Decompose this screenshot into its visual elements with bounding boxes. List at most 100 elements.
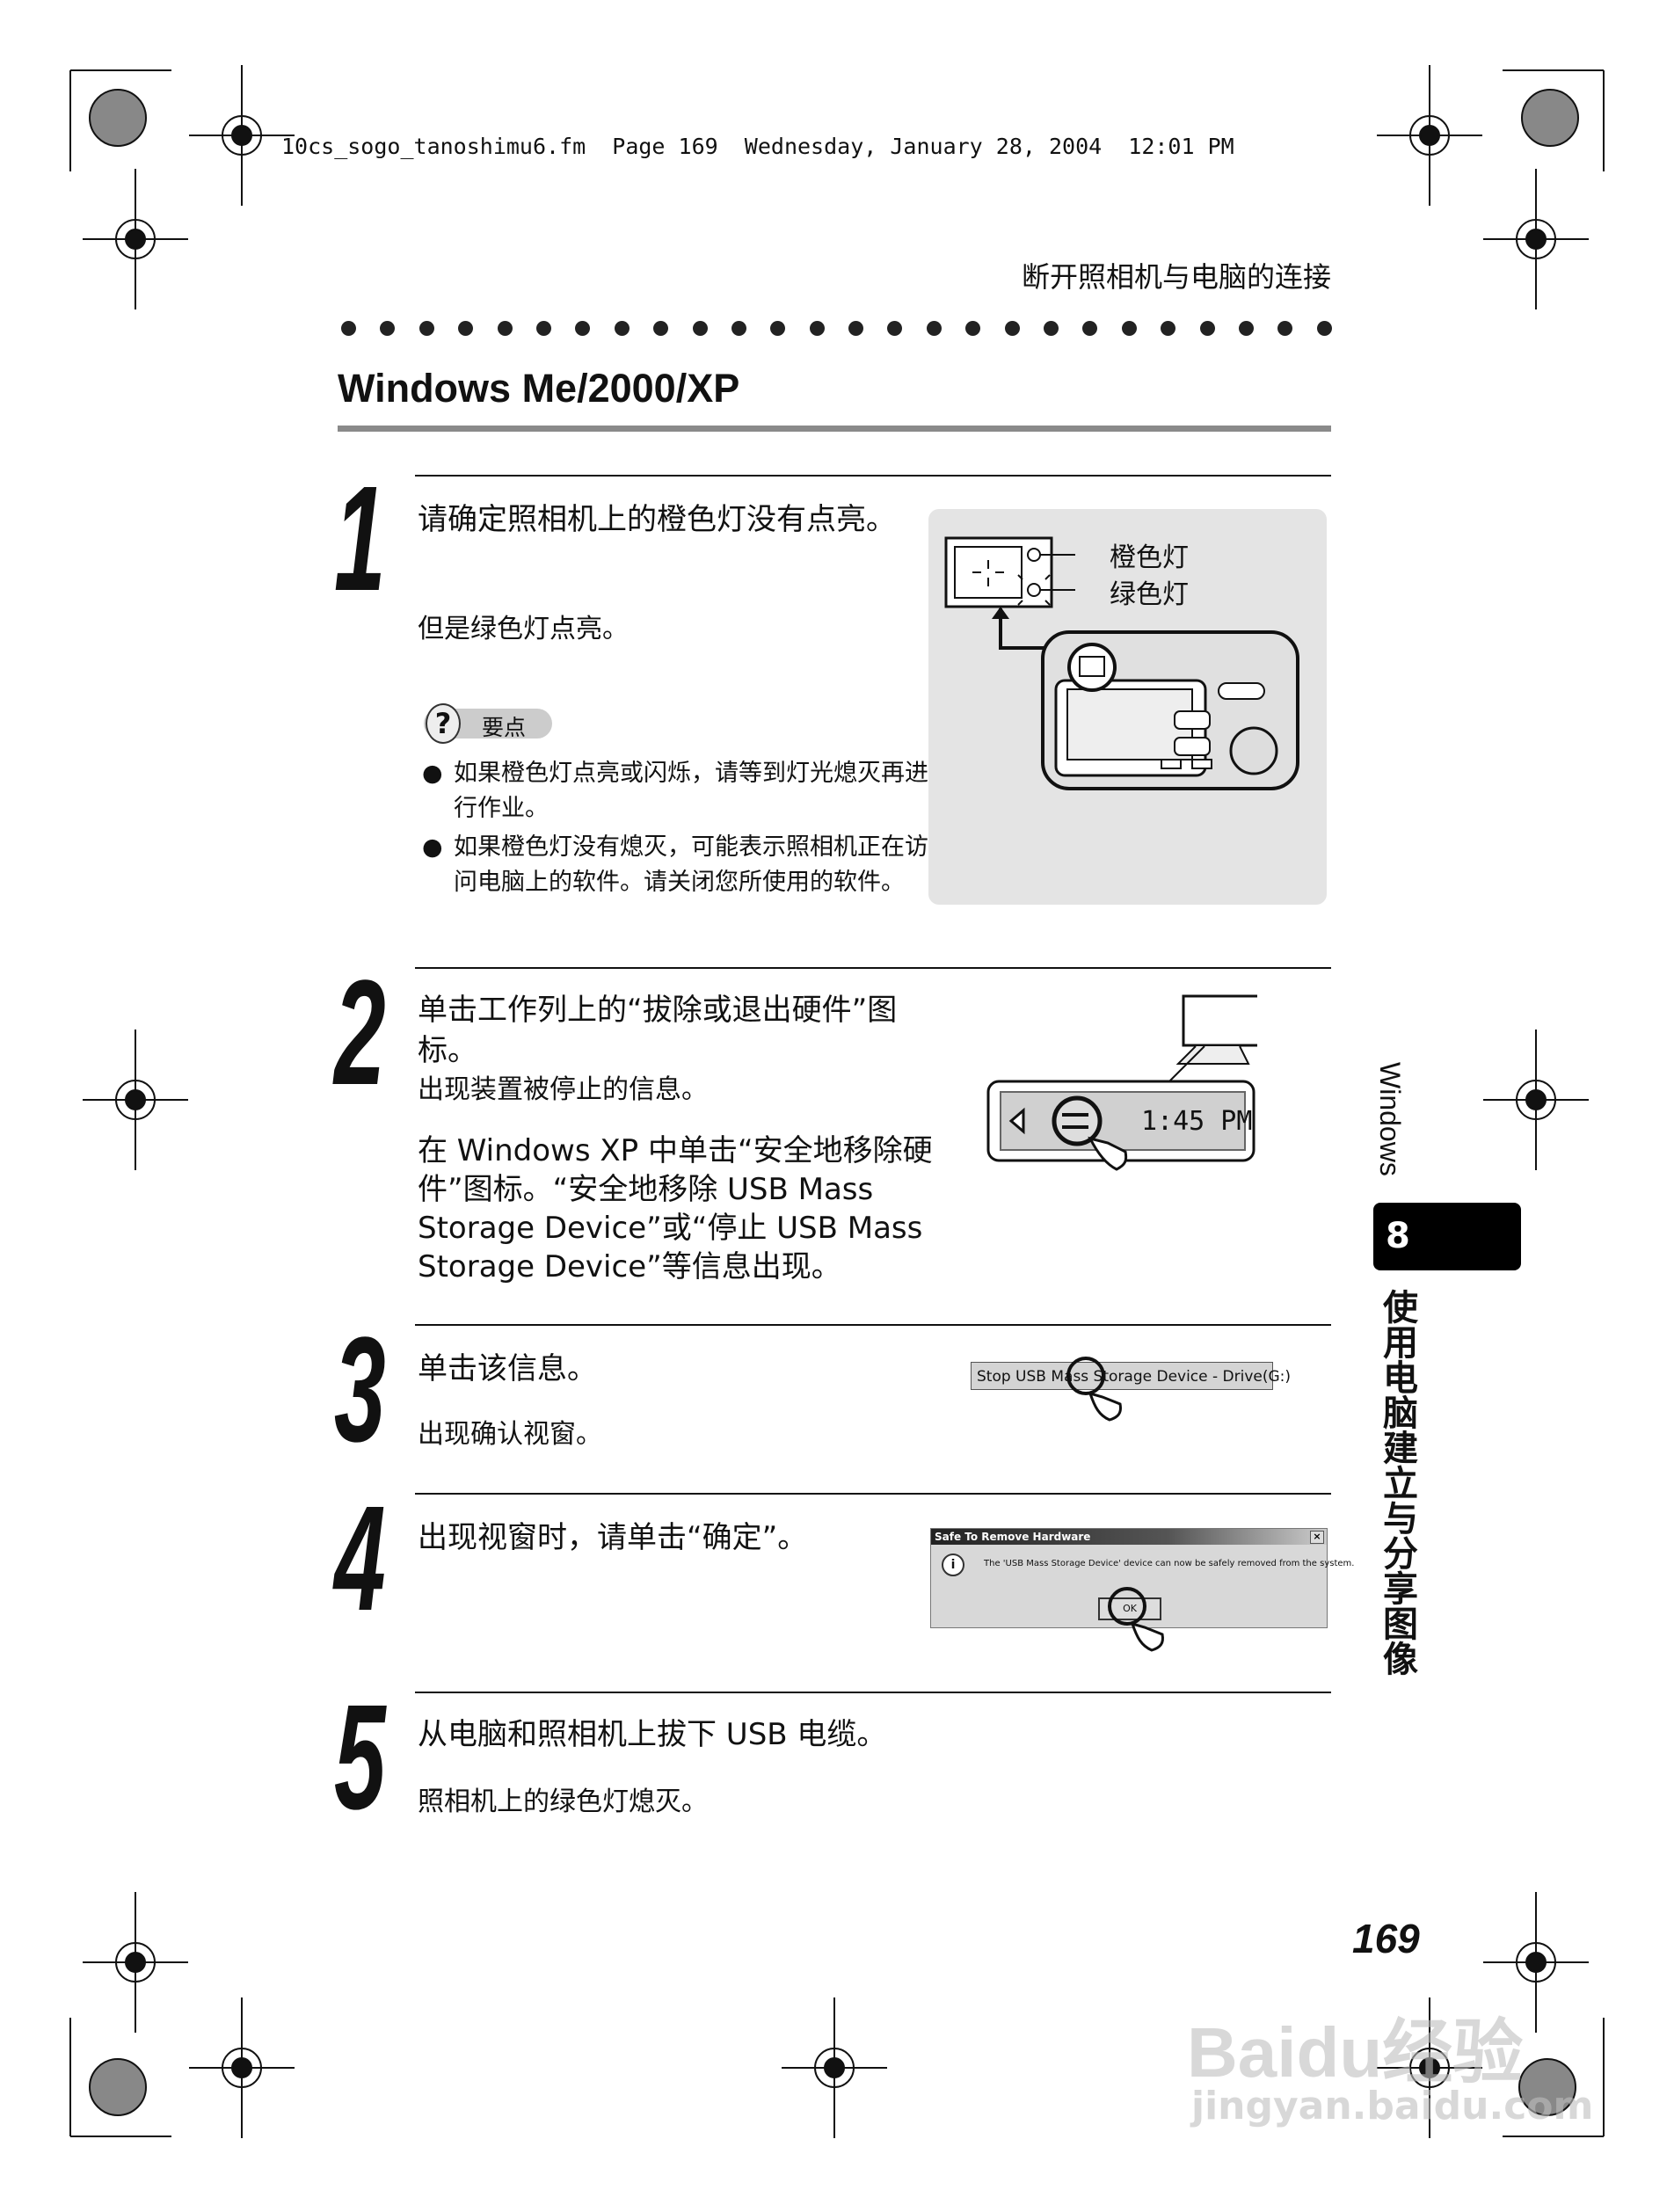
step-5-subtext: 照相机上的绿色灯熄灭。 [418, 1786, 708, 1817]
step-3-instruction: 单击该信息。 [418, 1351, 597, 1386]
registration-circle [814, 2048, 855, 2088]
question-icon: ? [426, 703, 461, 744]
color-rosette [1518, 2058, 1576, 2116]
tip-bullet: ● 如果橙色灯点亮或闪烁，请等到灯光熄灭再进行作业。 [422, 756, 932, 826]
chapter-title: 使用电脑建立与分享图像 [1377, 1289, 1417, 1676]
divider-dot [575, 321, 591, 336]
orange-lamp-label: 橙色灯 [1110, 542, 1189, 573]
registration-circle [115, 219, 156, 259]
registration-dot [1525, 1952, 1547, 1973]
chapter-tab[interactable]: 8 [1373, 1203, 1521, 1270]
registration-circle [1409, 115, 1450, 156]
divider-dot [731, 321, 746, 336]
camera-illustration [944, 536, 1299, 790]
step-5-number: 5 [334, 1674, 386, 1841]
stop-device-message[interactable]: Stop USB Mass Storage Device - Drive(G:) [971, 1362, 1291, 1390]
step-5-rule [415, 1692, 1331, 1693]
color-rosette [89, 89, 147, 147]
color-rosette [89, 2058, 147, 2116]
step-2-instruction: 单击工作列上的“拔除或退出硬件”图标。 [418, 993, 898, 1068]
green-lamp-label: 绿色灯 [1110, 579, 1189, 610]
registration-dot [1525, 1089, 1547, 1110]
divider-dot [692, 321, 708, 336]
registration-circle [222, 115, 262, 156]
step-4-number: 4 [334, 1475, 386, 1642]
step-1-instruction: 请确定照相机上的橙色灯没有点亮。 [418, 502, 896, 537]
divider-dot [1316, 321, 1332, 336]
step-2-xp-note: 在 Windows XP 中单击“安全地移除硬件”图标。“安全地移除 USB M… [418, 1133, 933, 1284]
divider-dot [965, 321, 981, 336]
step-3-rule [415, 1324, 1331, 1326]
taskbar-clock: 1:45 PM [1141, 1106, 1253, 1137]
running-head: 断开照相机与电脑的连接 [1021, 260, 1331, 294]
divider-dot [926, 321, 942, 336]
divider-dot [1277, 321, 1293, 336]
bullet-icon: ● [422, 760, 443, 787]
registration-dot [1419, 125, 1440, 146]
chapter-number: 8 [1386, 1216, 1410, 1256]
tip-bullet: ● 如果橙色灯没有熄灭，可能表示照相机正在访问电脑上的软件。请关闭您所使用的软件。 [422, 830, 932, 900]
registration-dot [125, 1952, 146, 1973]
registration-circle [1409, 2048, 1450, 2088]
divider-dot [458, 321, 474, 336]
camera-figure: 橙色灯 绿色灯 [928, 509, 1327, 905]
dialog-close-button[interactable]: × [1310, 1531, 1324, 1544]
tip-list: ● 如果橙色灯点亮或闪烁，请等到灯光熄灭再进行作业。 ● 如果橙色灯没有熄灭，可能表… [422, 756, 932, 900]
dialog-titlebar: Safe To Remove Hardware × [931, 1529, 1327, 1545]
registration-circle [115, 1080, 156, 1120]
divider-dot [418, 321, 434, 336]
tip-badge: ? 要点 [424, 703, 552, 744]
tip-label: 要点 [482, 715, 527, 740]
watermark-url: jingyan.baidu.com [1191, 2084, 1594, 2128]
monitor-illustration [986, 994, 1257, 1171]
registration-circle [1516, 1942, 1556, 1983]
divider-dot [614, 321, 630, 336]
taskbar-figure: 1:45 PM [985, 993, 1257, 1204]
step-5-instruction: 从电脑和照相机上拔下 USB 电缆。 [418, 1717, 887, 1752]
step-2-rule [415, 967, 1331, 969]
watermark-logo: Baidu经验 [1187, 2013, 1524, 2092]
divider-dot [497, 321, 513, 336]
dialog-title: Safe To Remove Hardware [935, 1531, 1091, 1543]
step-3-number: 3 [334, 1306, 386, 1473]
title-rule [338, 426, 1331, 432]
step-2-subtext: 出现装置被停止的信息。 [418, 1074, 708, 1105]
dot-divider [341, 321, 1356, 339]
divider-dot [770, 321, 786, 336]
registration-circle [115, 1942, 156, 1983]
page-number: 169 [1352, 1916, 1420, 1961]
divider-dot [1161, 321, 1176, 336]
registration-dot [231, 125, 252, 146]
tip-text: 如果橙色灯没有熄灭，可能表示照相机正在访问电脑上的软件。请关闭您所使用的软件。 [454, 833, 928, 896]
divider-dot [1199, 321, 1215, 336]
divider-dot [1238, 321, 1254, 336]
info-icon: i [942, 1553, 964, 1576]
registration-dot [1419, 2057, 1440, 2078]
divider-dot [535, 321, 551, 336]
divider-dot [848, 321, 864, 336]
side-tab-os-label: Windows [1374, 1062, 1406, 1176]
pointer-hand-icon [1066, 1357, 1122, 1422]
registration-dot [125, 1089, 146, 1110]
color-rosette [1521, 89, 1579, 147]
divider-dot [1004, 321, 1020, 336]
registration-dot [1525, 229, 1547, 250]
step-2-number: 2 [334, 950, 386, 1117]
divider-dot [653, 321, 669, 336]
divider-dot [1044, 321, 1059, 336]
section-title: Windows Me/2000/XP [338, 366, 740, 411]
pointer-hand-icon [1108, 1587, 1164, 1652]
step-4-instruction: 出现视窗时，请单击“确定”。 [418, 1520, 808, 1555]
tip-text: 如果橙色灯点亮或闪烁，请等到灯光熄灭再进行作业。 [454, 760, 928, 822]
registration-dot [231, 2057, 252, 2078]
dialog-message: The 'USB Mass Storage Device' device can… [984, 1559, 1355, 1568]
registration-circle [1516, 219, 1556, 259]
registration-circle [1516, 1080, 1556, 1120]
divider-dot [1082, 321, 1098, 336]
divider-dot [809, 321, 825, 336]
print-slug: 10cs_sogo_tanoshimu6.fm Page 169 Wednesd… [281, 134, 1234, 159]
bullet-icon: ● [422, 833, 443, 861]
step-1-subtext: 但是绿色灯点亮。 [418, 614, 629, 644]
divider-dot [380, 321, 396, 336]
divider-dot [1121, 321, 1137, 336]
